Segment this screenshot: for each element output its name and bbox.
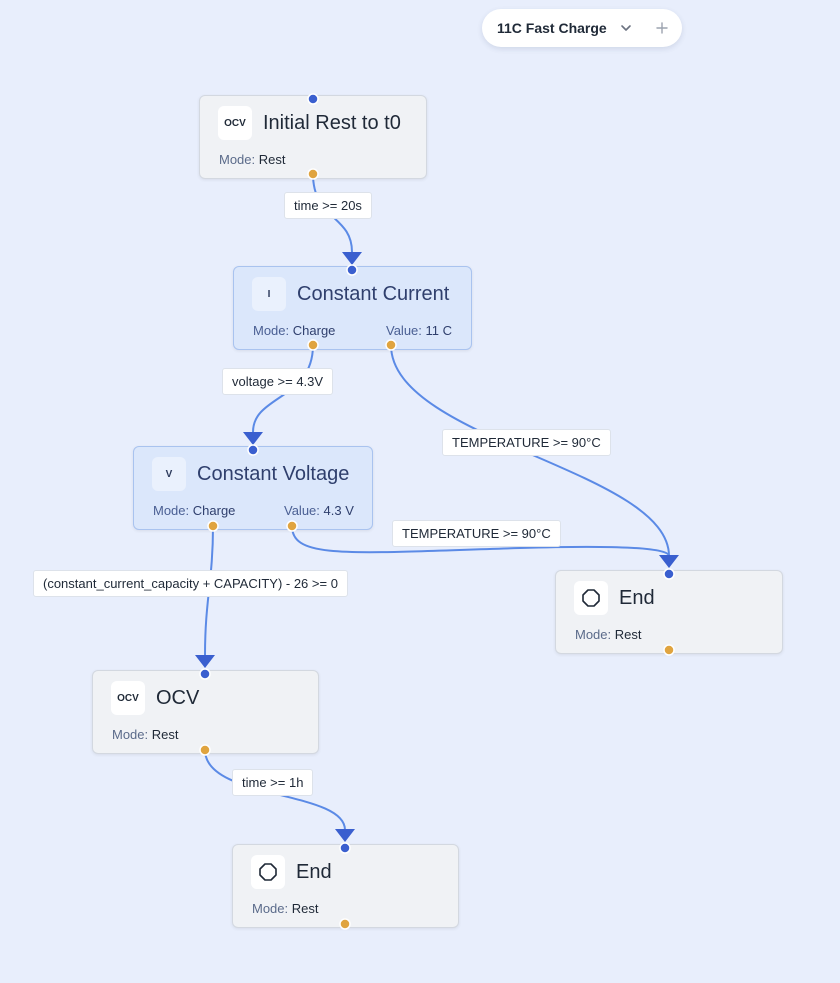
mode-value: Charge bbox=[192, 503, 236, 518]
node-header: OCV Initial Rest to t0 bbox=[218, 106, 401, 140]
input-handle[interactable] bbox=[663, 568, 675, 580]
node-end-bottom[interactable]: End Mode: Rest bbox=[232, 844, 459, 928]
input-handle[interactable] bbox=[339, 842, 351, 854]
input-handle[interactable] bbox=[346, 264, 358, 276]
plus-icon[interactable] bbox=[656, 22, 668, 34]
input-handle[interactable] bbox=[307, 93, 319, 105]
node-title: OCV bbox=[156, 686, 200, 709]
edge-label-rest-to-cc[interactable]: time >= 20s bbox=[284, 192, 372, 219]
edge-label-cc-to-cv[interactable]: voltage >= 4.3V bbox=[222, 368, 334, 395]
edge-label-ocv-to-end[interactable]: time >= 1h bbox=[232, 769, 314, 796]
output-handle[interactable] bbox=[339, 918, 351, 930]
sequence-selector-label: 11C Fast Charge bbox=[497, 20, 607, 36]
mode-key: Mode: bbox=[252, 901, 289, 916]
output-handle[interactable] bbox=[286, 520, 298, 532]
output-handle[interactable] bbox=[207, 520, 219, 532]
sequence-selector[interactable]: 11C Fast Charge bbox=[482, 9, 682, 47]
node-ocv[interactable]: OCV OCV Mode: Rest bbox=[92, 670, 319, 754]
input-handle[interactable] bbox=[247, 444, 259, 456]
node-end-right[interactable]: End Mode: Rest bbox=[555, 570, 783, 654]
node-title: Constant Current bbox=[297, 282, 450, 305]
output-handle[interactable] bbox=[307, 339, 319, 351]
value-value: 4.3 V bbox=[323, 503, 354, 518]
current-icon: I bbox=[252, 277, 286, 311]
voltage-icon: V bbox=[152, 457, 186, 491]
octagon-icon bbox=[574, 581, 608, 615]
edge-label-cv-to-ocv[interactable]: (constant_current_capacity + CAPACITY) -… bbox=[33, 570, 348, 597]
node-title: End bbox=[619, 586, 655, 609]
value-key: Value: bbox=[284, 503, 320, 518]
value-key: Value: bbox=[386, 323, 422, 338]
mode-key: Mode: bbox=[219, 152, 256, 167]
output-handle[interactable] bbox=[385, 339, 397, 351]
value-value: 11 C bbox=[425, 323, 453, 338]
node-header: I Constant Current bbox=[252, 277, 449, 311]
octagon-icon bbox=[251, 855, 285, 889]
mode-key: Mode: bbox=[575, 627, 612, 642]
node-title: Initial Rest to t0 bbox=[263, 111, 401, 134]
input-handle[interactable] bbox=[199, 668, 211, 680]
node-title: Constant Voltage bbox=[197, 462, 350, 485]
ocv-icon: OCV bbox=[111, 681, 145, 715]
mode-key: Mode: bbox=[253, 323, 290, 338]
edge-cv-to-end[interactable] bbox=[291, 525, 670, 557]
node-mode: Mode: Rest bbox=[252, 901, 319, 916]
node-mode: Mode: Rest bbox=[112, 727, 179, 742]
edge-label-cc-to-end[interactable]: TEMPERATURE >= 90°C bbox=[442, 429, 611, 456]
node-mode: Mode: Rest bbox=[575, 627, 642, 642]
output-handle[interactable] bbox=[199, 744, 211, 756]
arrowhead-cv bbox=[243, 432, 263, 445]
arrowhead-ocv bbox=[195, 655, 215, 668]
mode-value: Rest bbox=[291, 901, 319, 916]
mode-key: Mode: bbox=[112, 727, 149, 742]
mode-value: Rest bbox=[258, 152, 286, 167]
edge-label-cv-to-end[interactable]: TEMPERATURE >= 90°C bbox=[392, 520, 561, 547]
arrowhead-cc bbox=[342, 252, 362, 265]
node-header: OCV OCV bbox=[111, 681, 199, 715]
node-value: Value: 11 C bbox=[386, 323, 452, 338]
node-header: V Constant Voltage bbox=[152, 457, 349, 491]
mode-key: Mode: bbox=[153, 503, 190, 518]
ocv-icon: OCV bbox=[218, 106, 252, 140]
mode-value: Rest bbox=[614, 627, 642, 642]
output-handle[interactable] bbox=[307, 168, 319, 180]
output-handle[interactable] bbox=[663, 644, 675, 656]
node-mode: Mode: Charge bbox=[153, 503, 235, 518]
mode-value: Charge bbox=[292, 323, 336, 338]
arrowhead-end-right bbox=[659, 555, 679, 568]
node-header: End bbox=[251, 855, 332, 889]
edge-cc-to-cv[interactable] bbox=[252, 344, 314, 433]
node-mode: Mode: Charge bbox=[253, 323, 335, 338]
node-header: End bbox=[574, 581, 655, 615]
node-title: End bbox=[296, 860, 332, 883]
node-value: Value: 4.3 V bbox=[284, 503, 354, 518]
node-mode: Mode: Rest bbox=[219, 152, 286, 167]
node-constant-current[interactable]: I Constant Current Mode: Charge Value: 1… bbox=[233, 266, 472, 350]
chevron-down-icon[interactable] bbox=[619, 21, 633, 35]
mode-value: Rest bbox=[151, 727, 179, 742]
arrowhead-end-bottom bbox=[335, 829, 355, 842]
